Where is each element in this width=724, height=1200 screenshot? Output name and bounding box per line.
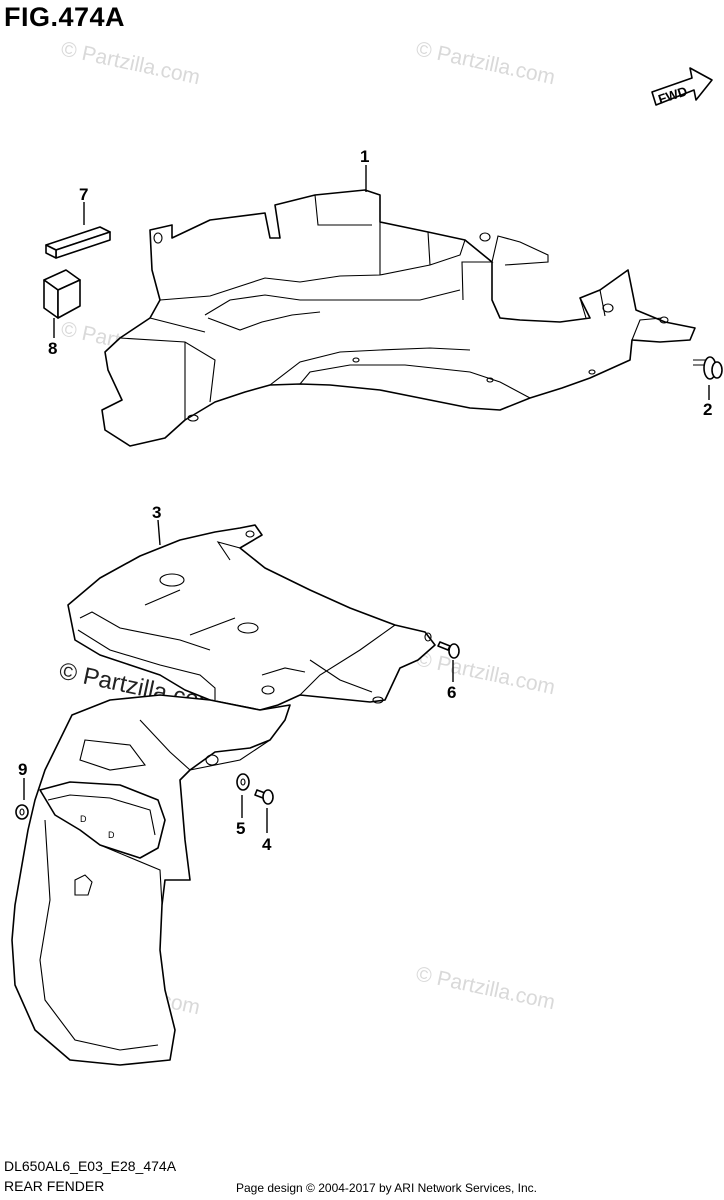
figure-title: FIG.474A <box>4 2 126 32</box>
part-4-screw <box>254 789 274 805</box>
part-5-washer <box>236 773 250 791</box>
section-name: REAR FENDER <box>4 1178 105 1194</box>
part-8-cushion <box>43 269 81 319</box>
page-credit: Page design © 2004-2017 by ARI Network S… <box>236 1181 538 1195</box>
callout-2: 2 <box>703 400 712 419</box>
watermark: © Partzilla.com <box>59 37 202 89</box>
diagram-code: DL650AL6_E03_E28_474A <box>4 1158 177 1174</box>
callout-leaders <box>23 165 710 833</box>
watermark: © Partzilla.com <box>414 37 557 89</box>
callout-3: 3 <box>152 503 161 522</box>
part-9-nut <box>15 804 29 820</box>
callout-5: 5 <box>236 819 245 838</box>
callout-4: 4 <box>262 835 272 854</box>
watermark: © Partzilla.com <box>414 962 557 1014</box>
watermark: © Partzilla.com <box>414 647 557 699</box>
callout-8: 8 <box>48 339 57 358</box>
part-3-fender-cover <box>67 524 436 711</box>
part-6-screw <box>437 641 460 659</box>
callout-6: 6 <box>447 683 456 702</box>
part-2-bolt <box>693 356 723 380</box>
fwd-arrow-icon: FWD <box>651 67 713 107</box>
svg-text:D: D <box>80 814 87 824</box>
callout-numbers: 1 2 3 4 5 6 7 8 9 <box>18 147 712 854</box>
svg-text:D: D <box>108 830 115 840</box>
callout-7: 7 <box>79 185 88 204</box>
callout-1: 1 <box>360 147 369 166</box>
part-lower-fender: D D <box>11 694 291 1066</box>
fwd-label: FWD <box>656 83 689 106</box>
part-7-cushion <box>45 226 111 259</box>
callout-9: 9 <box>18 760 27 779</box>
part-1-rear-tray <box>101 189 696 447</box>
